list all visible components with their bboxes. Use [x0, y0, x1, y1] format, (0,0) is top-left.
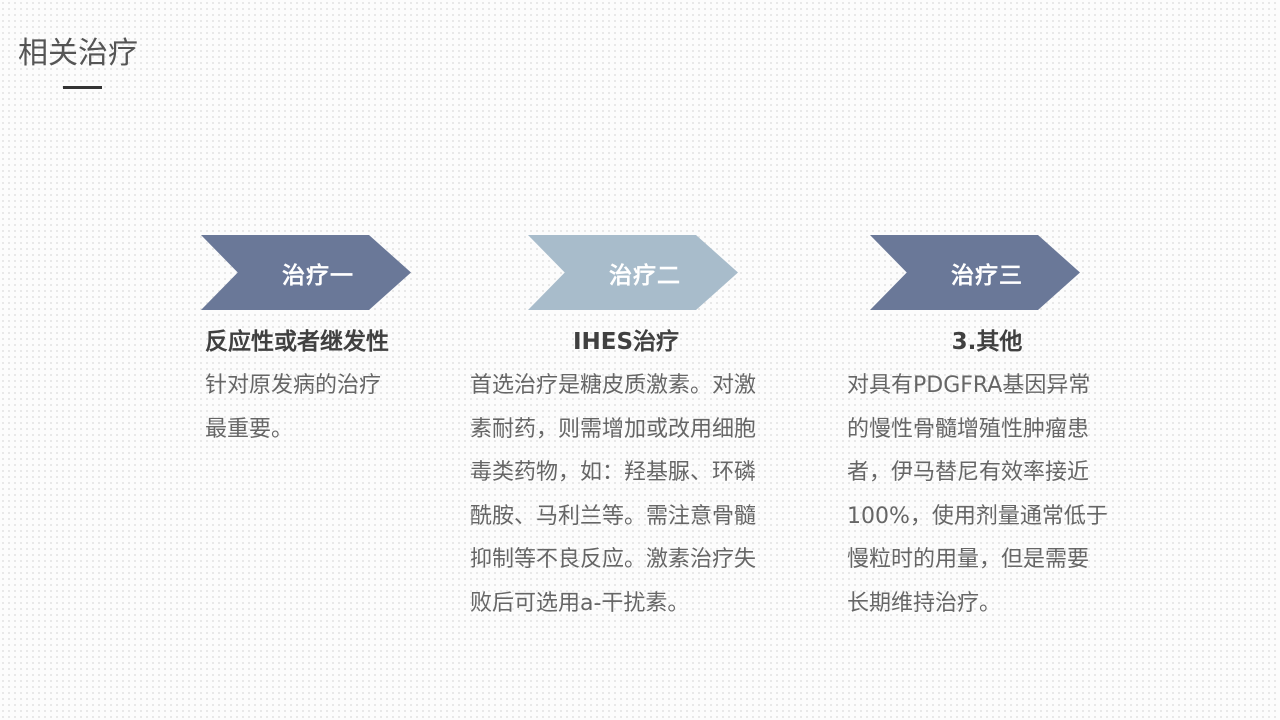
treatment-2-heading: IHES治疗: [572, 329, 680, 355]
title-underline: [63, 86, 102, 89]
treatment-3-badge: 治疗三: [951, 262, 1023, 289]
slide-title: 相关治疗: [18, 36, 138, 71]
treatment-1-badge: 治疗一: [282, 262, 354, 289]
treatment-2-chevron: 治疗二: [528, 235, 738, 310]
treatment-3-heading: 3.其他: [951, 329, 1023, 355]
treatment-2-badge: 治疗二: [609, 262, 681, 289]
treatment-1-chevron: 治疗一: [201, 235, 411, 310]
treatment-1-body: 针对原发病的治疗 最重要。: [205, 373, 382, 442]
treatment-3-body: 对具有PDGFRA基因异常 的慢性骨髓增殖性肿瘤患 者，伊马替尼有效率接近 10…: [847, 373, 1108, 616]
treatment-3-chevron: 治疗三: [870, 235, 1080, 310]
treatment-1-heading: 反应性或者继发性: [205, 329, 389, 355]
treatment-2-body: 首选治疗是糖皮质激素。对激 素耐药，则需增加或改用细胞 毒类药物，如：羟基脲、环…: [470, 373, 757, 616]
